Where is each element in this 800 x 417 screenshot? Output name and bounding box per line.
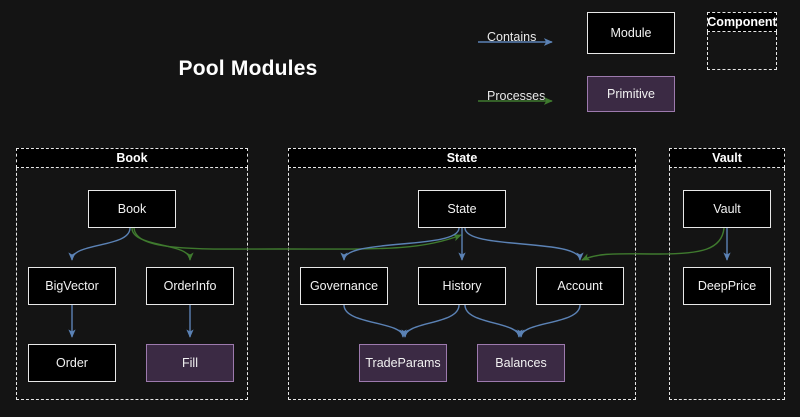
legend-component-header: Component — [707, 12, 777, 32]
legend-contains-label: Contains — [487, 30, 537, 44]
node-book[interactable]: Book — [88, 190, 176, 228]
node-bigvector[interactable]: BigVector — [28, 267, 116, 305]
node-state[interactable]: State — [418, 190, 506, 228]
node-history[interactable]: History — [418, 267, 506, 305]
legend-processes-label: Processes — [487, 89, 546, 103]
node-order[interactable]: Order — [28, 344, 116, 382]
page-title: Pool Modules — [178, 57, 318, 80]
node-governance[interactable]: Governance — [300, 267, 388, 305]
group-book-header: Book — [16, 148, 248, 168]
node-deepprice[interactable]: DeepPrice — [683, 267, 771, 305]
node-vault[interactable]: Vault — [683, 190, 771, 228]
node-account[interactable]: Account — [536, 267, 624, 305]
group-vault-header: Vault — [669, 148, 785, 168]
node-fill[interactable]: Fill — [146, 344, 234, 382]
legend-primitive-box: Primitive — [587, 76, 675, 112]
node-balances[interactable]: Balances — [477, 344, 565, 382]
node-tradeparams[interactable]: TradeParams — [359, 344, 447, 382]
group-state-header: State — [288, 148, 636, 168]
legend-module-box: Module — [587, 12, 675, 54]
node-orderinfo[interactable]: OrderInfo — [146, 267, 234, 305]
